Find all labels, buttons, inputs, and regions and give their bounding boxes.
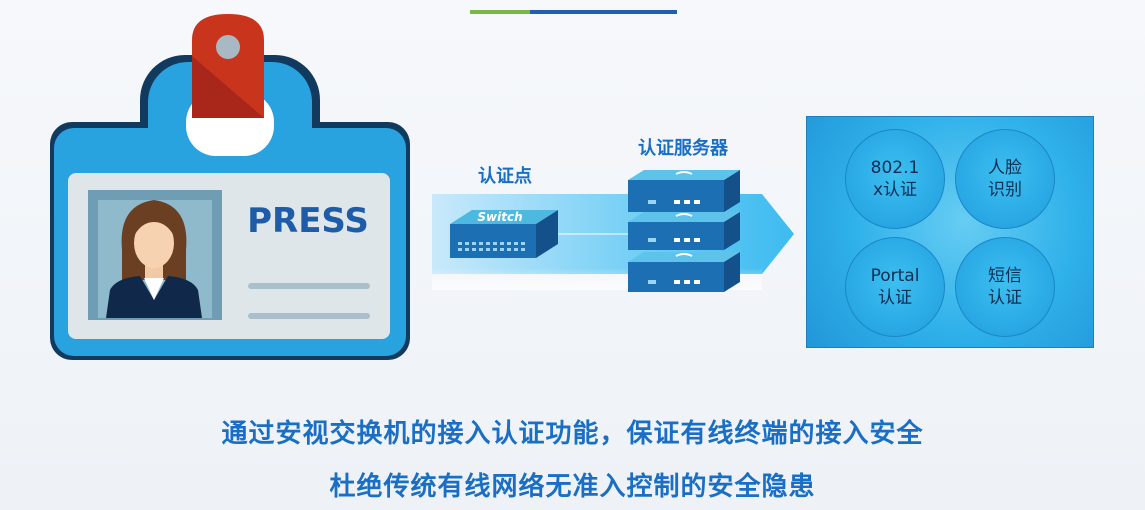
server-unit-3 (628, 252, 740, 292)
network-flow: Switch (432, 170, 794, 292)
method-portal: Portal 认证 (845, 237, 945, 337)
id-card-illustration: PRESS (50, 14, 410, 360)
accent-bar-blue (530, 10, 677, 14)
avatar (106, 200, 202, 318)
method-line: Portal (870, 266, 920, 286)
top-accent-bar (470, 10, 677, 14)
method-line: 识别 (988, 180, 1022, 200)
switch-brand: Switch (477, 210, 522, 224)
server-unit-2 (628, 212, 740, 250)
card-line-2 (248, 313, 370, 319)
method-line: 认证 (878, 288, 912, 308)
card-line-1 (248, 283, 370, 289)
caption-line-1: 通过安视交换机的接入认证功能，保证有线终端的接入安全 (221, 419, 924, 449)
auth-methods-panel: 802.1 x认证 人脸 识别 Portal 认证 短信 认证 (806, 116, 1094, 348)
clip-hole (216, 35, 240, 59)
accent-bar-green (470, 10, 530, 14)
method-8021x: 802.1 x认证 (845, 129, 945, 229)
method-line: 认证 (988, 288, 1022, 308)
auth-server-label: 认证服务器 (638, 138, 728, 159)
method-face-recognition: 人脸 识别 (955, 129, 1055, 229)
server-unit-1 (628, 170, 740, 212)
auth-point-label: 认证点 (478, 166, 532, 187)
method-line: 人脸 (988, 158, 1022, 178)
press-text: PRESS (247, 201, 369, 241)
method-line: 802.1 (870, 158, 920, 178)
switch-device: Switch (450, 210, 558, 258)
caption-line-2: 杜绝传统有线网络无准入控制的安全隐患 (329, 472, 816, 502)
method-line: x认证 (872, 180, 918, 200)
method-sms: 短信 认证 (955, 237, 1055, 337)
method-line: 短信 (988, 266, 1022, 286)
